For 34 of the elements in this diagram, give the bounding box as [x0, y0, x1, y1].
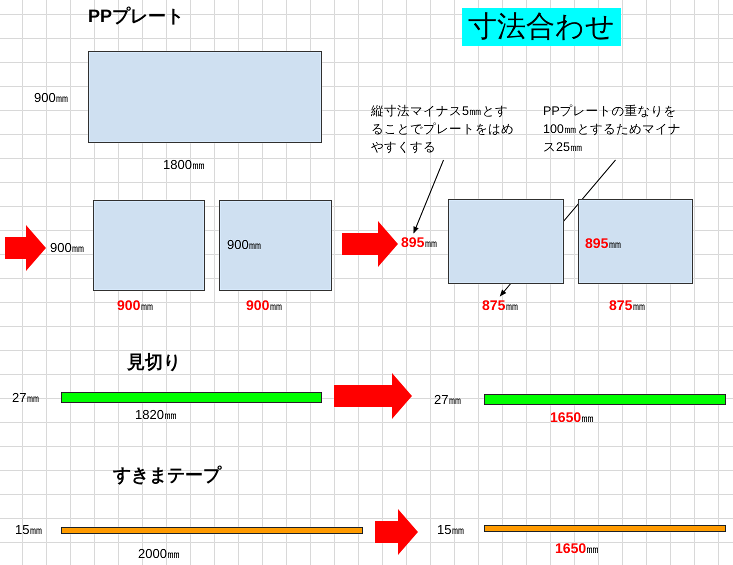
note-text: PPプレートの重なりを100㎜とするためマイナス25㎜ — [543, 102, 691, 156]
plate-panel — [448, 199, 564, 284]
trim-strip — [484, 394, 726, 405]
section-heading: 見切り — [127, 351, 181, 374]
dimension-label: 900㎜ — [117, 297, 154, 314]
dimension-label: 895㎜ — [585, 235, 622, 252]
plate-panel — [219, 200, 332, 291]
dimension-label: 1650㎜ — [555, 540, 600, 557]
tape-strip — [484, 525, 726, 532]
dimension-label: 875㎜ — [482, 297, 518, 314]
dimension-label: 1800㎜ — [163, 157, 205, 173]
dimension-label: 15㎜ — [15, 522, 42, 538]
leader-line — [413, 160, 444, 234]
dimension-label: 900㎜ — [246, 297, 282, 314]
dimension-label: 900㎜ — [34, 90, 69, 106]
dimension-label: 15㎜ — [437, 522, 464, 538]
dimension-label: 875㎜ — [609, 297, 646, 314]
dimension-label: 900㎜ — [50, 240, 85, 256]
tape-strip — [61, 527, 363, 534]
dimension-label: 1650㎜ — [550, 409, 594, 426]
title-text: 寸法合わせ — [462, 8, 621, 46]
plate-panel — [578, 199, 693, 284]
trim-strip — [61, 392, 322, 403]
dimension-label: 895㎜ — [401, 234, 438, 251]
section-heading: すきまテープ — [113, 464, 221, 487]
dimension-label: 900㎜ — [227, 237, 262, 253]
note-text: 縦寸法マイナス5㎜とすることでプレートをはめやすくする — [371, 102, 519, 156]
plate-panel — [88, 51, 322, 143]
section-heading: PPプレート — [88, 5, 184, 28]
dimension-label: 27㎜ — [12, 390, 40, 406]
dimension-label: 1820㎜ — [135, 407, 177, 423]
dimension-label: 2000㎜ — [138, 546, 180, 562]
plate-panel — [93, 200, 205, 291]
dimension-label: 27㎜ — [434, 392, 462, 408]
